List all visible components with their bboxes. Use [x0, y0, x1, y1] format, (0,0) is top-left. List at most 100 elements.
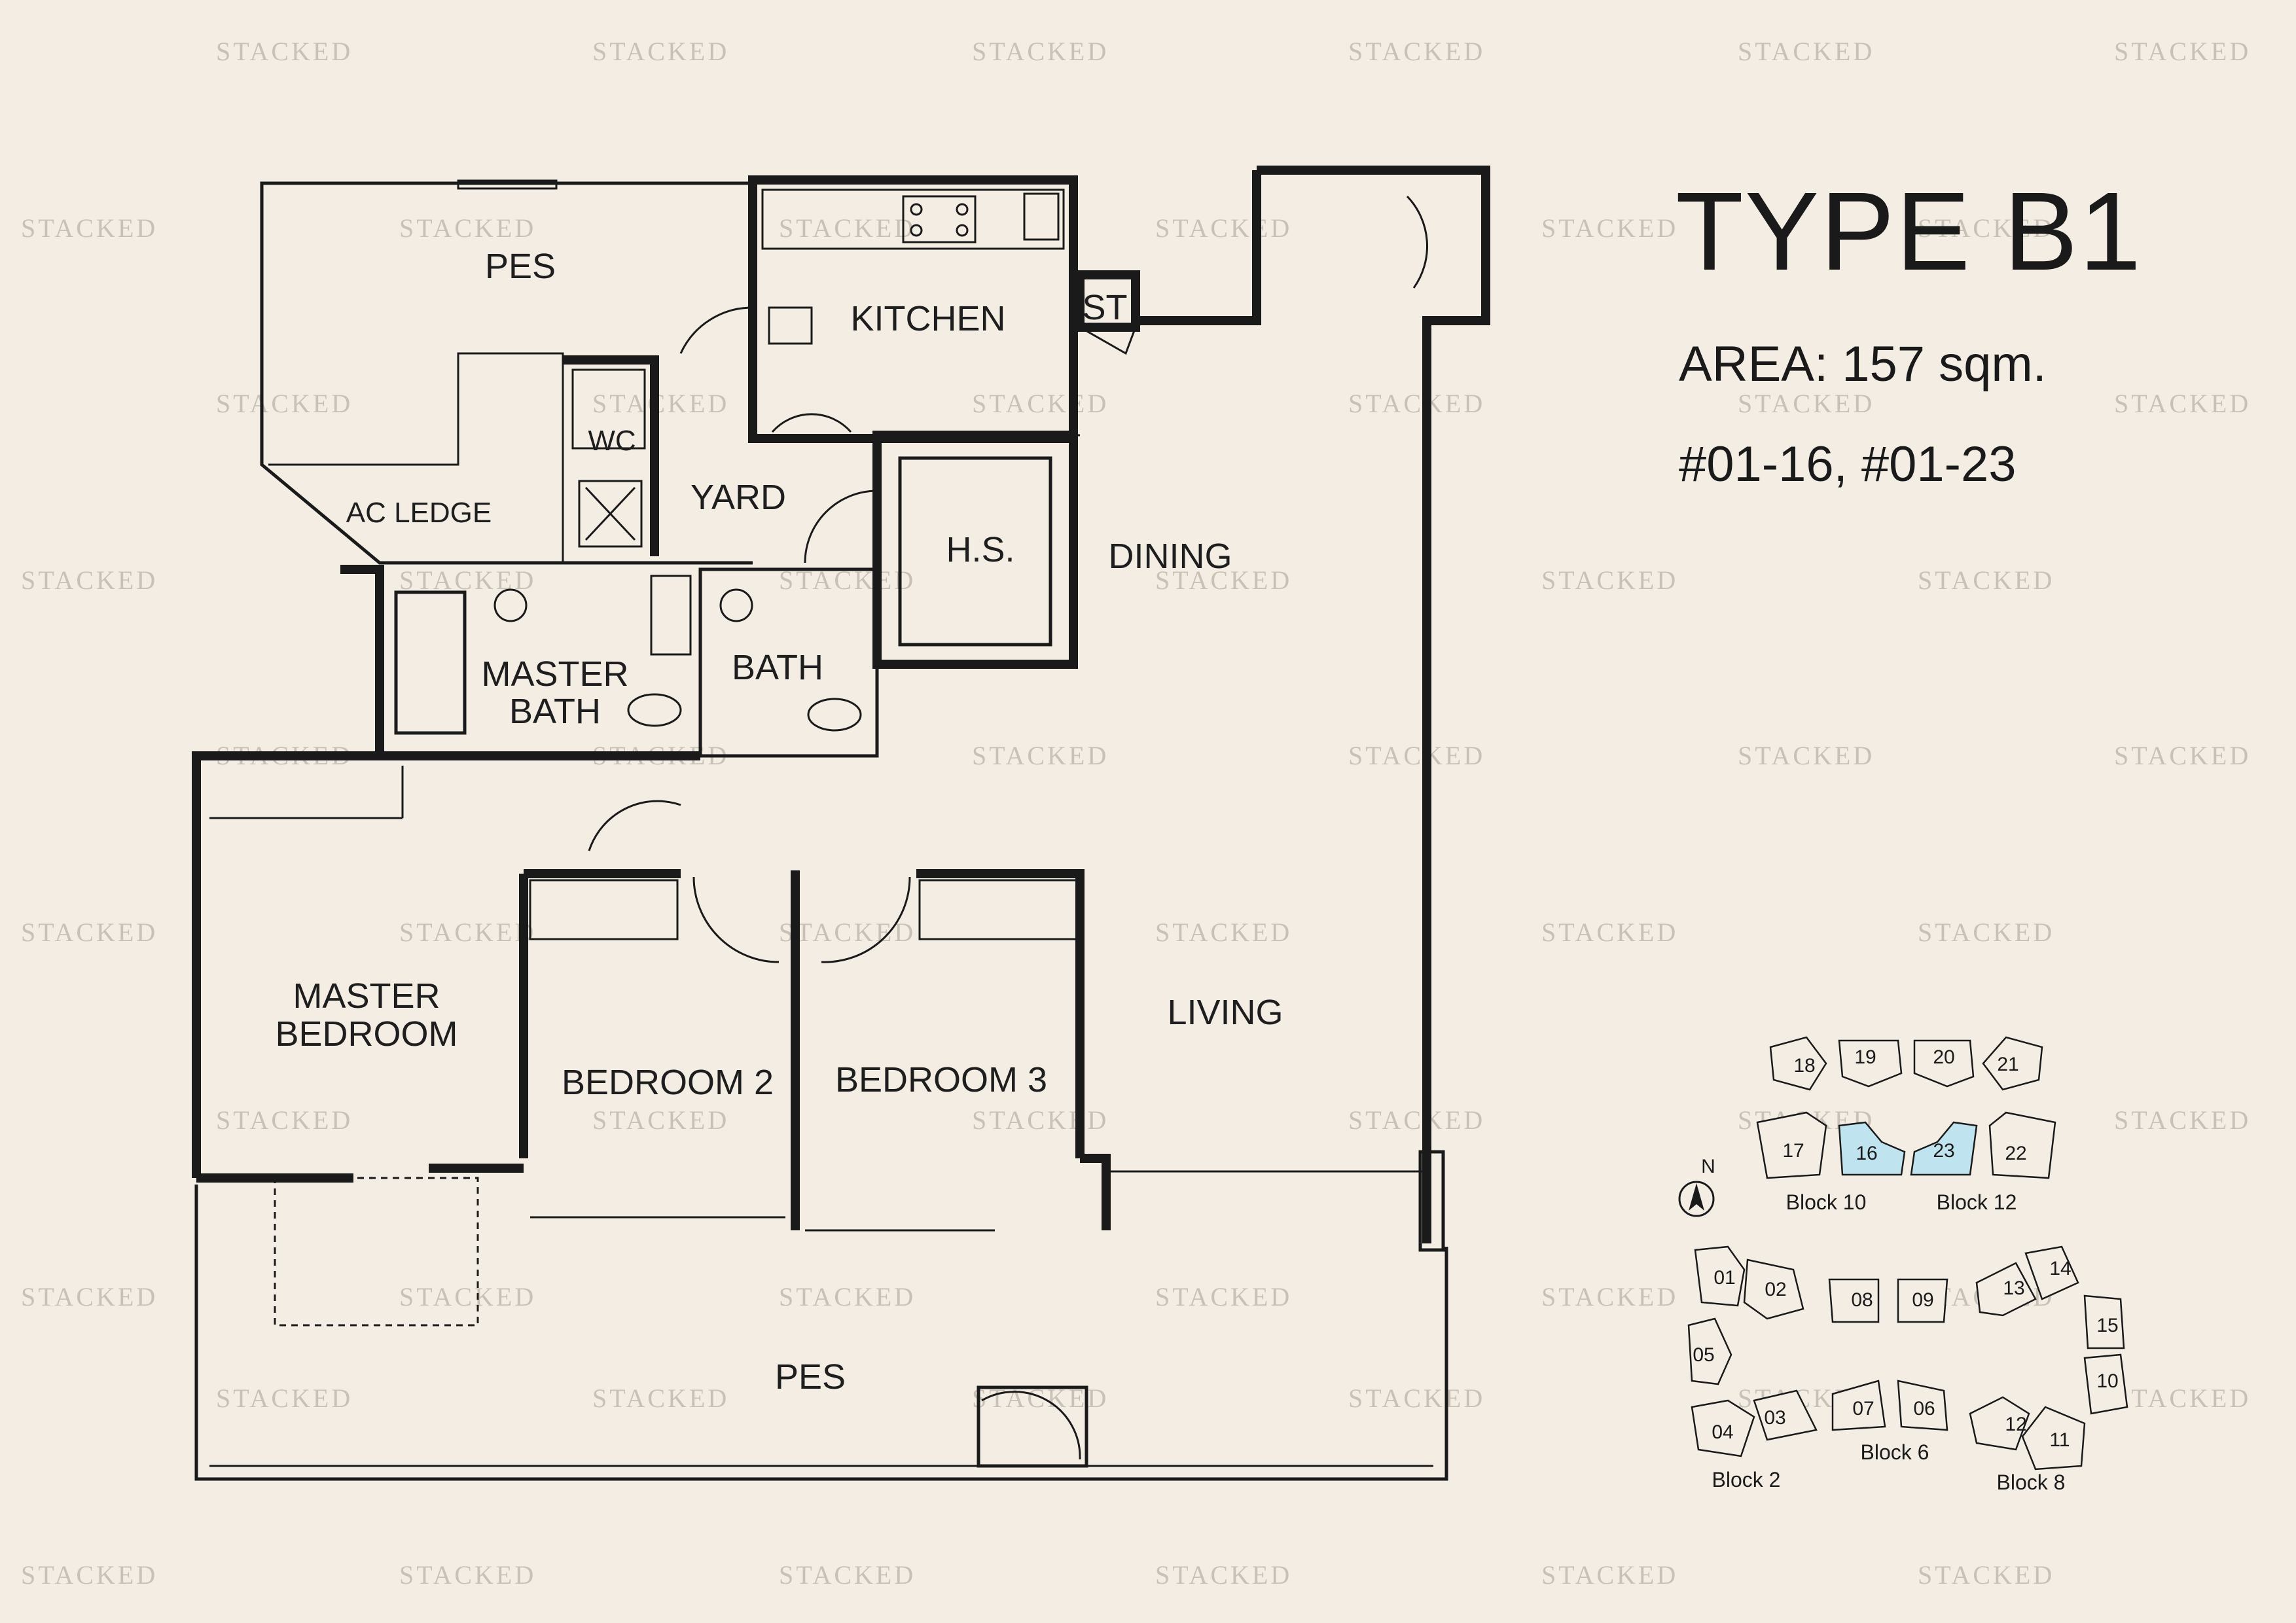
unit-shape-22	[1988, 1111, 2056, 1179]
unit-shape-02	[1743, 1258, 1804, 1320]
unit-number: 04	[1712, 1421, 1733, 1443]
room-label-store: ST	[1082, 288, 1127, 327]
unit-number: 06	[1913, 1398, 1935, 1419]
watermark: STACKED	[2114, 741, 2251, 770]
unit-shape-11	[2021, 1406, 2086, 1471]
store-walls	[1075, 270, 1140, 332]
room-label-master-bath: BATH	[509, 692, 601, 731]
watermark: STACKED	[21, 565, 158, 595]
unit-area: AREA: 157 sqm.	[1679, 336, 2047, 392]
room-label-kitchen: KITCHEN	[850, 299, 1005, 338]
watermark: STACKED	[216, 1105, 353, 1135]
column-icon	[1418, 1150, 1445, 1252]
watermark: STACKED	[1541, 1282, 1678, 1311]
watermark: STACKED	[399, 1282, 536, 1311]
burner-icon	[956, 224, 969, 237]
key-plan-blocks-2-6-8: 01 02 08 09 13 14 05 15 10 04 03 07 06 1…	[1687, 1245, 2128, 1494]
unit-number: 14	[2049, 1258, 2071, 1279]
bedroom-3-walls	[916, 869, 1085, 1158]
unit-number: 07	[1852, 1398, 1874, 1419]
room-label-pes-bottom: PES	[775, 1357, 846, 1397]
unit-shape-15	[2083, 1294, 2125, 1349]
store-door-icon	[1079, 326, 1137, 355]
north-label: N	[1701, 1156, 1715, 1177]
door-swing-icon	[804, 490, 878, 563]
toilet-icon	[627, 693, 682, 727]
key-plan: N 18 19 20 21 17 16 23 22 Block 10 Block…	[1678, 1036, 2128, 1494]
watermark: STACKED	[216, 389, 353, 418]
door-swing-icon	[771, 413, 852, 433]
watermark: STACKED	[216, 37, 353, 66]
unit-number: 01	[1713, 1267, 1735, 1289]
watermark: STACKED	[1348, 1383, 1485, 1413]
unit-shape-21	[1982, 1036, 2043, 1091]
unit-number: 10	[2096, 1370, 2118, 1392]
room-label-pes-top: PES	[485, 247, 556, 286]
room-label-household-shelter: H.S.	[946, 530, 1014, 569]
unit-shape-01	[1694, 1245, 1746, 1307]
bathtub-icon	[394, 590, 467, 735]
watermark: STACKED	[972, 741, 1109, 770]
burner-icon	[956, 203, 969, 216]
unit-info: TYPE B1 AREA: 157 sqm. #01-16, #01-23	[1676, 169, 2141, 492]
north-arrow-icon	[1689, 1183, 1704, 1211]
toilet-icon	[807, 698, 862, 732]
unit-shape-12	[1969, 1396, 2030, 1451]
north-arrow: N	[1678, 1156, 1715, 1217]
watermark: STACKED	[972, 37, 1109, 66]
unit-number: 21	[1997, 1054, 2018, 1075]
unit-number: 22	[2005, 1143, 2026, 1164]
watermark: STACKED	[1918, 1560, 2054, 1590]
wardrobe-icon	[918, 879, 1078, 940]
watermark: STACKED	[399, 213, 536, 243]
room-label-dining: DINING	[1109, 537, 1232, 576]
unit-number: 15	[2096, 1315, 2118, 1336]
unit-shape-07	[1831, 1380, 1886, 1431]
shower-screen-icon	[650, 575, 692, 656]
watermark: STACKED	[1918, 213, 2054, 243]
watermark: STACKED	[21, 1282, 158, 1311]
pes-top-outline	[260, 181, 753, 565]
watermark: STACKED	[2114, 389, 2251, 418]
household-shelter-inner	[898, 456, 1052, 647]
unit-shape-16-highlighted	[1838, 1121, 1906, 1176]
gate-swing-icon	[981, 1391, 1081, 1460]
unit-shape-14	[2024, 1245, 2079, 1300]
watermark: STACKED	[779, 918, 916, 947]
watermark: STACKED	[399, 918, 536, 947]
unit-number: 03	[1764, 1407, 1785, 1429]
watermark: STACKED	[1155, 918, 1292, 947]
shower-tray-icon	[584, 486, 636, 541]
watermark: STACKED	[21, 213, 158, 243]
door-swing-icon	[692, 876, 780, 963]
room-label-yard: YARD	[691, 478, 786, 517]
bath-walls	[698, 567, 879, 758]
watermark: STACKED	[779, 1282, 916, 1311]
room-label-wc: WC	[588, 425, 636, 457]
unit-exterior-wall	[1257, 166, 1490, 1243]
watermark: STACKED	[1155, 1282, 1292, 1311]
unit-shape-05	[1687, 1317, 1732, 1385]
watermark: STACKED	[1155, 213, 1292, 243]
block-label-10: Block 10	[1786, 1190, 1867, 1214]
pes-bottom-outline	[194, 1185, 1448, 1481]
watermark: STACKED	[1541, 1560, 1678, 1590]
unit-shape-10	[2083, 1353, 2128, 1415]
room-label-master-bedroom: MASTER	[293, 976, 440, 1016]
pes-gate-icon	[977, 1385, 1088, 1468]
pes-top-window-frame	[457, 179, 558, 190]
room-labels: PES KITCHEN ST WC YARD AC LEDGE H.S. DIN…	[275, 247, 1283, 1397]
unit-number: 02	[1765, 1279, 1786, 1300]
unit-number-highlighted: 16	[1856, 1143, 1877, 1164]
unit-shape-23-highlighted	[1910, 1121, 1978, 1176]
burner-icon	[910, 224, 923, 237]
unit-number: 08	[1851, 1289, 1873, 1311]
unit-shape-17	[1756, 1111, 1827, 1179]
watermark: STACKED	[779, 1560, 916, 1590]
watermark: STACKED	[1348, 37, 1485, 66]
wc-walls	[563, 355, 659, 556]
floor-plan	[192, 166, 1490, 1481]
room-label-living: LIVING	[1167, 993, 1283, 1032]
watermark: STACKED	[1738, 741, 1874, 770]
shower-tray-icon	[578, 480, 643, 548]
